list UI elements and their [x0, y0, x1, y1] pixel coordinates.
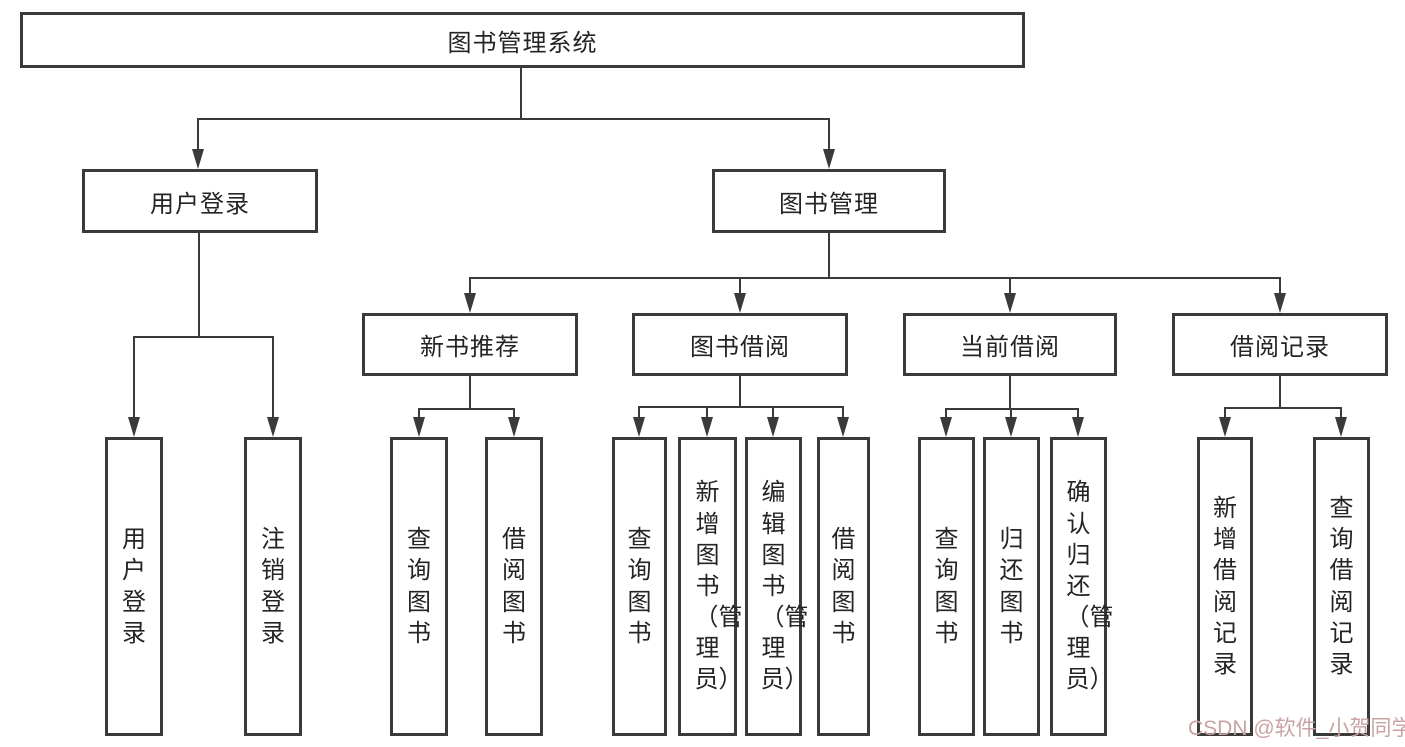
- arrow-down-to-new-book-recommend: [464, 277, 476, 313]
- arrow-down-to-user-login: [192, 118, 204, 169]
- arrow-down-to-book-management: [823, 118, 835, 169]
- node-library-management-system: 图书管理系统: [20, 12, 1025, 68]
- arrow-down-to-leaf-confirm-return: [1072, 408, 1084, 437]
- leaf-query-borrow-record: 查询借阅记录: [1313, 437, 1370, 736]
- connector-new-book-recommend-drop: [469, 376, 471, 408]
- leaf-label: 归还图书: [999, 526, 1024, 647]
- leaf-label: 注销登录: [261, 526, 285, 647]
- leaf-label: 用户登录: [122, 526, 146, 647]
- connector-book-management-drop: [828, 233, 830, 277]
- arrow-down-to-leaf-borrow-books-1: [508, 408, 520, 437]
- connector-borrowing-records-drop: [1279, 376, 1281, 407]
- connector-level3-split: [470, 277, 1280, 279]
- leaf-add-borrow-record: 新增借阅记录: [1197, 437, 1253, 736]
- leaf-label: 查询图书: [407, 526, 431, 647]
- arrow-down-to-leaf-borrow-books-2: [837, 406, 849, 437]
- node-current-borrowing: 当前借阅: [903, 313, 1117, 376]
- leaf-confirm-return-admin: 确认归还（管理员）: [1050, 437, 1114, 736]
- leaf-query-books-2: 查询图书: [612, 437, 667, 736]
- arrow-down-to-leaf-add-record: [1219, 407, 1231, 437]
- leaf-borrow-books-2: 借阅图书: [817, 437, 870, 736]
- arrow-down-to-current-borrowing: [1004, 277, 1016, 313]
- connector-current-borrowing-split: [946, 408, 1078, 410]
- connector-borrowing-records-split: [1225, 407, 1341, 409]
- leaf-edit-book-admin: 编辑图书（管理员）: [745, 437, 809, 736]
- arrow-down-to-leaf-edit-book: [767, 406, 779, 437]
- leaf-query-books-1: 查询图书: [390, 437, 448, 736]
- connector-book-borrowing-split: [639, 406, 843, 408]
- connector-user-login-split: [134, 336, 273, 338]
- node-label: 新书推荐: [420, 334, 520, 361]
- arrow-down-to-borrowing-records: [1274, 277, 1286, 313]
- node-borrowing-records: 借阅记录: [1172, 313, 1388, 376]
- leaf-logout: 注销登录: [244, 437, 302, 736]
- leaf-label: 编辑图书（管理员）: [760, 479, 809, 694]
- leaf-label: 确认归还（管理员）: [1065, 479, 1114, 694]
- connector-current-borrowing-drop: [1009, 376, 1011, 408]
- connector-level2-split: [198, 118, 830, 120]
- leaf-label: 新增图书（管理员）: [694, 479, 743, 694]
- node-new-book-recommend: 新书推荐: [362, 313, 578, 376]
- node-book-borrowing: 图书借阅: [632, 313, 848, 376]
- connector-user-login-drop: [198, 233, 200, 336]
- node-label: 图书借阅: [690, 334, 790, 361]
- arrow-down-to-leaf-query-books-1: [413, 408, 425, 437]
- node-label: 借阅记录: [1230, 334, 1330, 361]
- node-label: 图书管理: [779, 190, 879, 218]
- node-book-management: 图书管理: [712, 169, 946, 233]
- connector-new-book-recommend-split: [419, 408, 515, 410]
- arrow-down-to-leaf-query-books-3: [940, 408, 952, 437]
- connector-root-drop: [520, 68, 522, 118]
- watermark-text: CSDN @软件_小贺同学: [1188, 717, 1405, 740]
- node-label: 当前借阅: [960, 334, 1060, 361]
- arrow-down-to-leaf-add-book: [701, 406, 713, 437]
- leaf-borrow-books-1: 借阅图书: [485, 437, 543, 736]
- arrow-down-to-book-borrowing: [734, 277, 746, 313]
- connector-book-borrowing-drop: [739, 376, 741, 406]
- arrow-down-to-leaf-return-books: [1005, 408, 1017, 437]
- leaf-label: 新增借阅记录: [1213, 494, 1237, 678]
- arrow-down-to-leaf-logout: [267, 336, 279, 437]
- node-user-login: 用户登录: [82, 169, 318, 233]
- arrow-down-to-leaf-user-login: [128, 336, 140, 437]
- leaf-user-login: 用户登录: [105, 437, 163, 736]
- arrow-down-to-leaf-query-books-2: [633, 406, 645, 437]
- leaf-label: 查询图书: [627, 526, 652, 647]
- arrow-down-to-leaf-query-record: [1335, 407, 1347, 437]
- leaf-add-book-admin: 新增图书（管理员）: [678, 437, 743, 736]
- leaf-label: 借阅图书: [831, 526, 856, 647]
- leaf-return-books: 归还图书: [983, 437, 1040, 736]
- leaf-label: 借阅图书: [502, 526, 526, 647]
- node-label: 用户登录: [150, 190, 250, 218]
- leaf-label: 查询图书: [934, 526, 959, 647]
- leaf-query-books-3: 查询图书: [918, 437, 975, 736]
- node-label: 图书管理系统: [447, 29, 598, 57]
- leaf-label: 查询借阅记录: [1329, 494, 1354, 678]
